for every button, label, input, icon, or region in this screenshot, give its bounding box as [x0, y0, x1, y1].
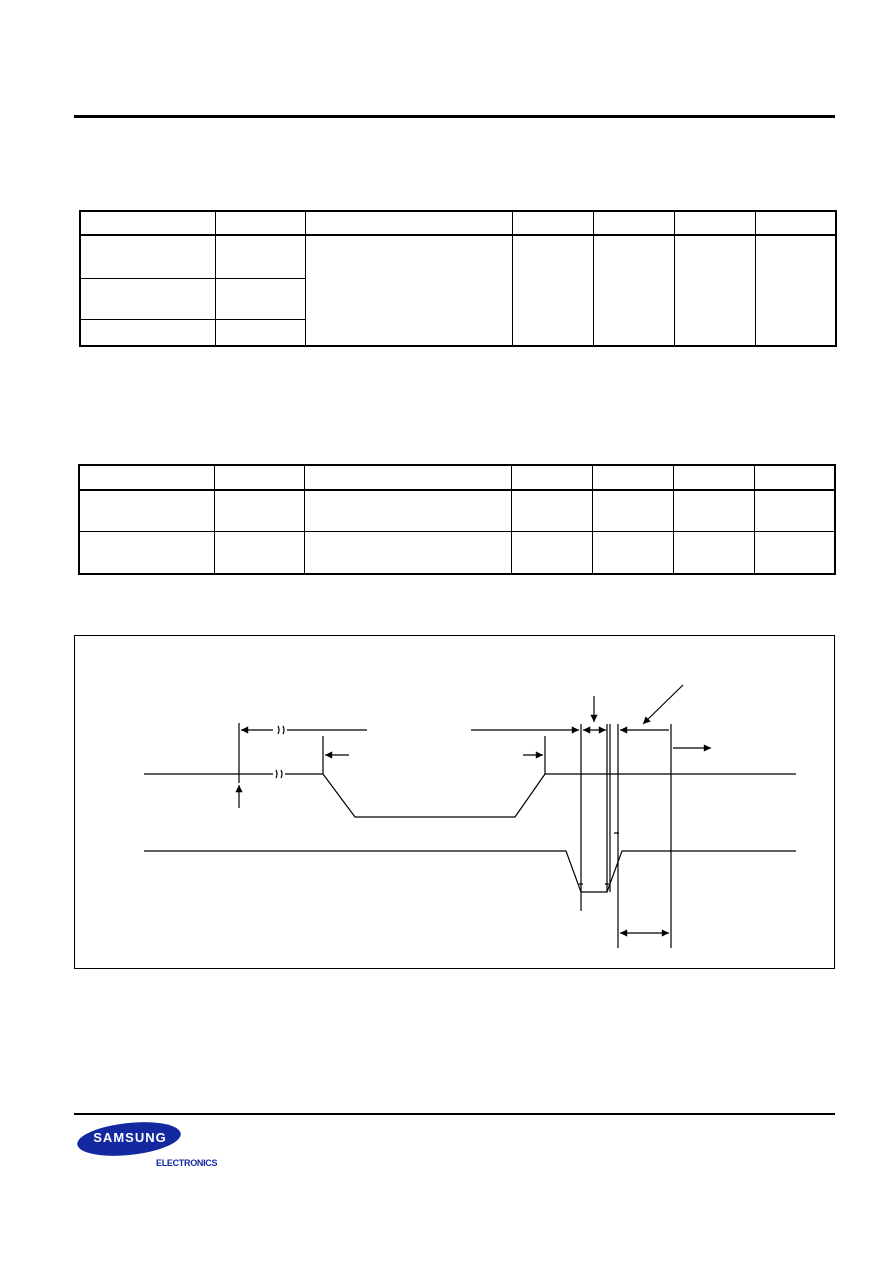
table-cell: [753, 489, 836, 532]
table-cell: [591, 530, 674, 575]
header-cell: [79, 210, 216, 236]
table-row: [78, 489, 836, 532]
table-cell: [673, 234, 756, 347]
table-cell: [214, 318, 306, 347]
dimension-break-mark: [277, 725, 285, 735]
table-cell: [591, 489, 674, 532]
table-cell: [213, 530, 305, 575]
header-cell: [78, 464, 215, 491]
table-cell: [303, 489, 512, 532]
table-cell: [753, 530, 836, 575]
table-cell: [304, 234, 513, 347]
table-row: [79, 234, 837, 347]
table-cell: [79, 318, 216, 347]
table-cell: [592, 234, 675, 347]
timing-diagram-svg: [144, 684, 796, 948]
header-rule: [74, 115, 835, 118]
header-cell: [303, 464, 512, 491]
header-cell: [511, 210, 594, 236]
header-cell: [754, 210, 837, 236]
table-row: [79, 318, 836, 347]
table-cell: [79, 234, 216, 279]
samsung-logo: SAMSUNG ELECTRONICS: [77, 1121, 222, 1171]
upper-waveform: [144, 773, 796, 818]
header-cell: [591, 464, 674, 491]
table-cell: [78, 530, 215, 575]
division-name: ELECTRONICS: [156, 1158, 218, 1168]
header-cell: [213, 464, 305, 491]
table-cell: [510, 530, 593, 575]
table-cell: [303, 530, 512, 575]
table-cell: [511, 234, 594, 347]
header-cell: [673, 210, 756, 236]
table-cell: [79, 277, 216, 320]
table-cell: [214, 277, 306, 320]
table-cell: [213, 489, 305, 532]
spec-table-2: [78, 464, 836, 575]
header-cell: [592, 210, 675, 236]
table-header-row: [78, 464, 836, 491]
table-row: [78, 530, 836, 575]
table-cell: [672, 489, 755, 532]
header-cell: [214, 210, 306, 236]
brand-name: SAMSUNG: [93, 1130, 167, 1145]
table-cell: [754, 234, 837, 347]
header-cell: [753, 464, 836, 491]
header-cell: [672, 464, 755, 491]
table-cell: [510, 489, 593, 532]
dimension-arrow: [642, 684, 684, 725]
table-cell: [214, 234, 306, 279]
table-cell: [78, 489, 215, 532]
lower-waveform: [144, 850, 796, 893]
spec-table-1: [79, 210, 837, 347]
header-cell: [304, 210, 513, 236]
footer-rule: [74, 1113, 835, 1115]
table-cell: [672, 530, 755, 575]
waveform-break-mark: [275, 769, 283, 779]
header-cell: [510, 464, 593, 491]
table-header-row: [79, 210, 837, 236]
timing-diagram: [74, 635, 835, 969]
samsung-logo-icon: [77, 1122, 181, 1156]
